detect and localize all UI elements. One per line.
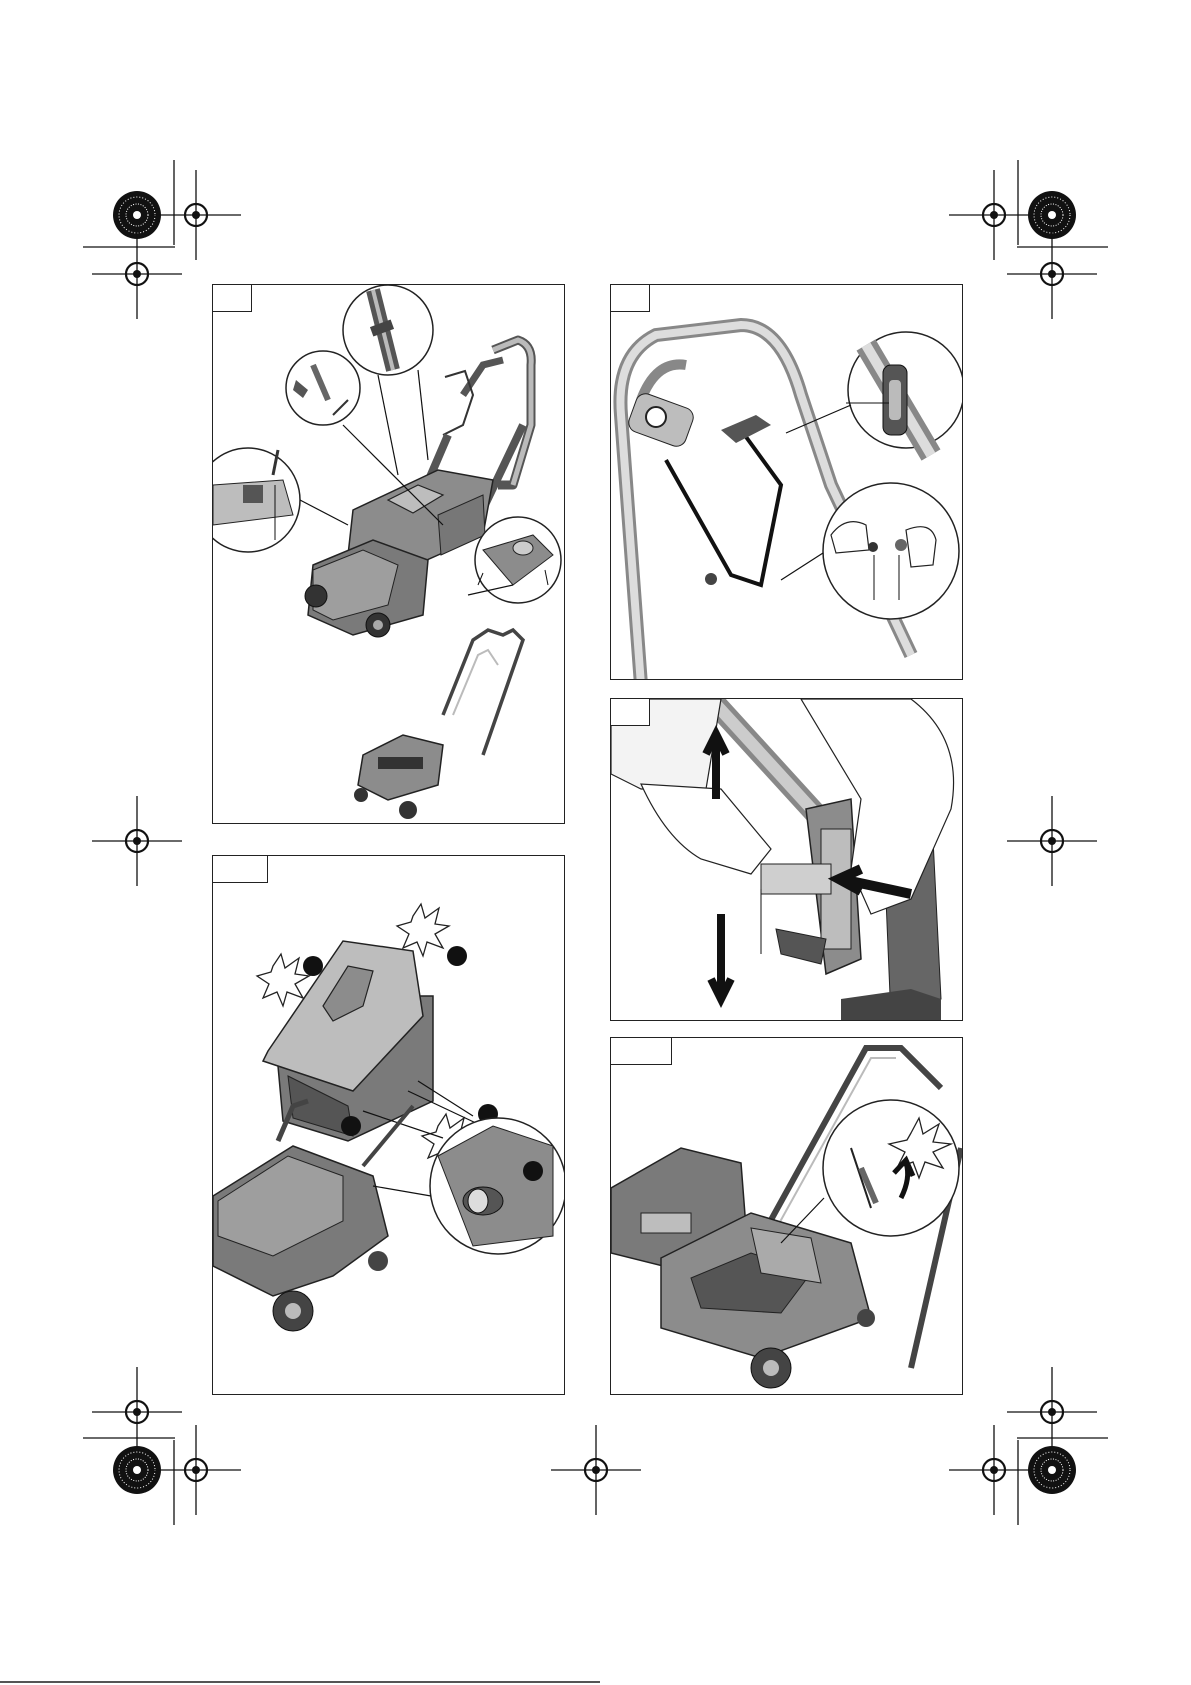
- figure-number-tab: [611, 285, 650, 312]
- registration-crosshair-icon: [1007, 796, 1097, 886]
- lawn-scarifier-assembly-illustration: [213, 285, 565, 824]
- registration-starburst-icon: [1028, 1446, 1076, 1494]
- footer-rule: [0, 1681, 600, 1683]
- figure-panel-cable: [610, 284, 963, 680]
- figure-panel-grass-box: [212, 855, 565, 1395]
- registration-crosshair-icon: [92, 1367, 182, 1457]
- figure-number-tab: [611, 1038, 672, 1065]
- registration-crosshair-icon: [1007, 229, 1097, 319]
- figure-number-tab: [213, 856, 268, 883]
- figure-panel-switch: [610, 1037, 963, 1395]
- registration-crosshair-icon: [92, 229, 182, 319]
- working-depth-adjust-illustration: [611, 699, 963, 1021]
- figure-number-tab: [213, 285, 252, 312]
- figure-number-tab: [611, 699, 650, 726]
- grass-box-attach-illustration: [213, 856, 565, 1395]
- registration-crosshair-icon: [92, 796, 182, 886]
- figure-panel-depth: [610, 698, 963, 1021]
- registration-crosshair-icon: [551, 1425, 641, 1515]
- registration-crosshair-icon: [1007, 1367, 1097, 1457]
- figure-panel-assembly: [212, 284, 565, 824]
- cable-strain-relief-illustration: [611, 285, 963, 680]
- switch-lever-illustration: [611, 1038, 963, 1395]
